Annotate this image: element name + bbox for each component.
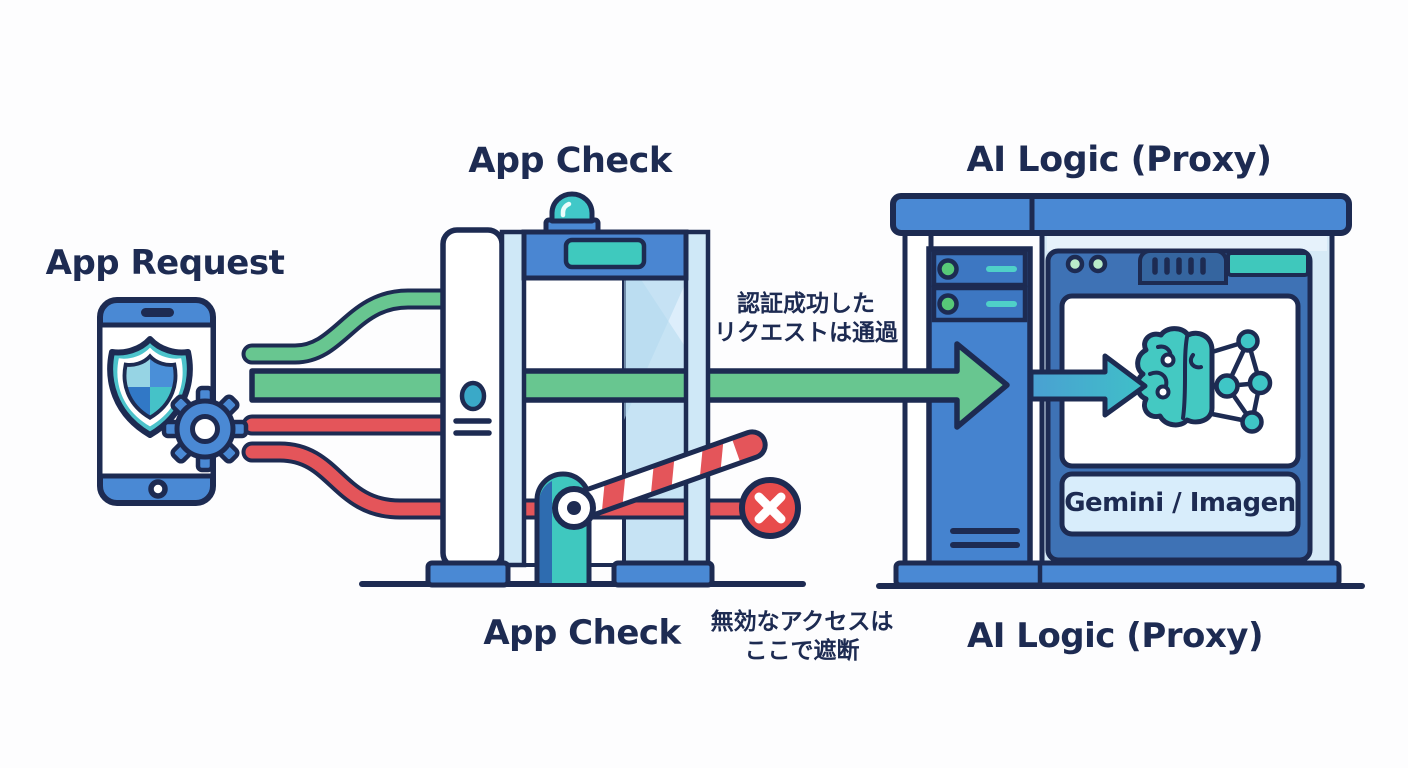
app-request-label: App Request xyxy=(45,243,285,283)
pass-note-line2: リクエストは通過 xyxy=(714,320,898,346)
browser-dot xyxy=(1088,254,1108,274)
pass-note: 認証成功した リクエストは通過 xyxy=(698,290,914,348)
green-request-line xyxy=(241,288,458,365)
green-request-arrow xyxy=(249,341,1010,430)
shield-inner-outline xyxy=(122,353,178,420)
gear-hole xyxy=(190,414,220,444)
brain-fold xyxy=(1181,335,1189,420)
beacon-highlight xyxy=(560,201,572,218)
gate-left-pillar xyxy=(440,227,505,570)
gate-screen-icon xyxy=(563,237,647,270)
app-check-bottom-label: App Check xyxy=(483,613,681,653)
shield-icon xyxy=(107,336,193,438)
brain-fold xyxy=(1148,370,1169,388)
brain-shape xyxy=(1134,326,1215,428)
network-node xyxy=(1247,370,1273,396)
security-gate-structure xyxy=(425,191,715,588)
gate-foot-left xyxy=(425,560,511,588)
pass-note-line1: 認証成功した xyxy=(737,291,875,317)
blocked-x-icon xyxy=(739,477,801,539)
server-led xyxy=(937,293,959,315)
beacon-light-icon xyxy=(543,191,601,237)
brain-network-icon xyxy=(1134,326,1273,434)
brain-node xyxy=(1160,352,1176,368)
brain-node xyxy=(1155,384,1171,400)
barrier-pivot-dot xyxy=(567,501,581,515)
barrier-post-shadow xyxy=(539,481,552,583)
ai-logic-bottom-label: AI Logic (Proxy) xyxy=(966,616,1264,656)
network-node xyxy=(1236,329,1260,353)
browser-grille xyxy=(1152,257,1206,275)
server-led xyxy=(937,258,959,280)
block-note: 無効なアクセスは ここで遮断 xyxy=(692,608,912,666)
block-note-line1: 無効なアクセスは xyxy=(710,609,894,635)
gemini-imagen-label: Gemini / Imagen xyxy=(1064,488,1296,518)
ai-logic-kiosk xyxy=(890,193,1352,588)
network-node xyxy=(1214,373,1240,399)
network-node xyxy=(1240,410,1264,434)
ai-logic-top-label: AI Logic (Proxy) xyxy=(966,140,1272,180)
block-note-line2: ここで遮断 xyxy=(744,638,860,664)
pillar-sensor-light xyxy=(459,380,487,412)
gemini-imagen-panel xyxy=(1059,471,1301,537)
browser-dot xyxy=(1065,254,1085,274)
app-check-top-label: App Check xyxy=(468,141,672,181)
red-blocked-line xyxy=(241,441,759,520)
gate-foot-right xyxy=(611,560,715,588)
brain-fold xyxy=(1188,353,1203,370)
browser-address-bar xyxy=(1226,251,1310,277)
kiosk-header xyxy=(890,193,1352,236)
proxy-forward-arrow xyxy=(1028,353,1148,418)
gear-icon xyxy=(161,385,249,473)
kiosk-base xyxy=(893,560,1342,588)
phone-speaker xyxy=(141,308,174,317)
phone-home-button xyxy=(148,479,168,499)
kiosk-panel-top-strip xyxy=(1047,236,1327,251)
gate-frame-left xyxy=(499,229,527,568)
gate-frame-right xyxy=(683,229,711,568)
